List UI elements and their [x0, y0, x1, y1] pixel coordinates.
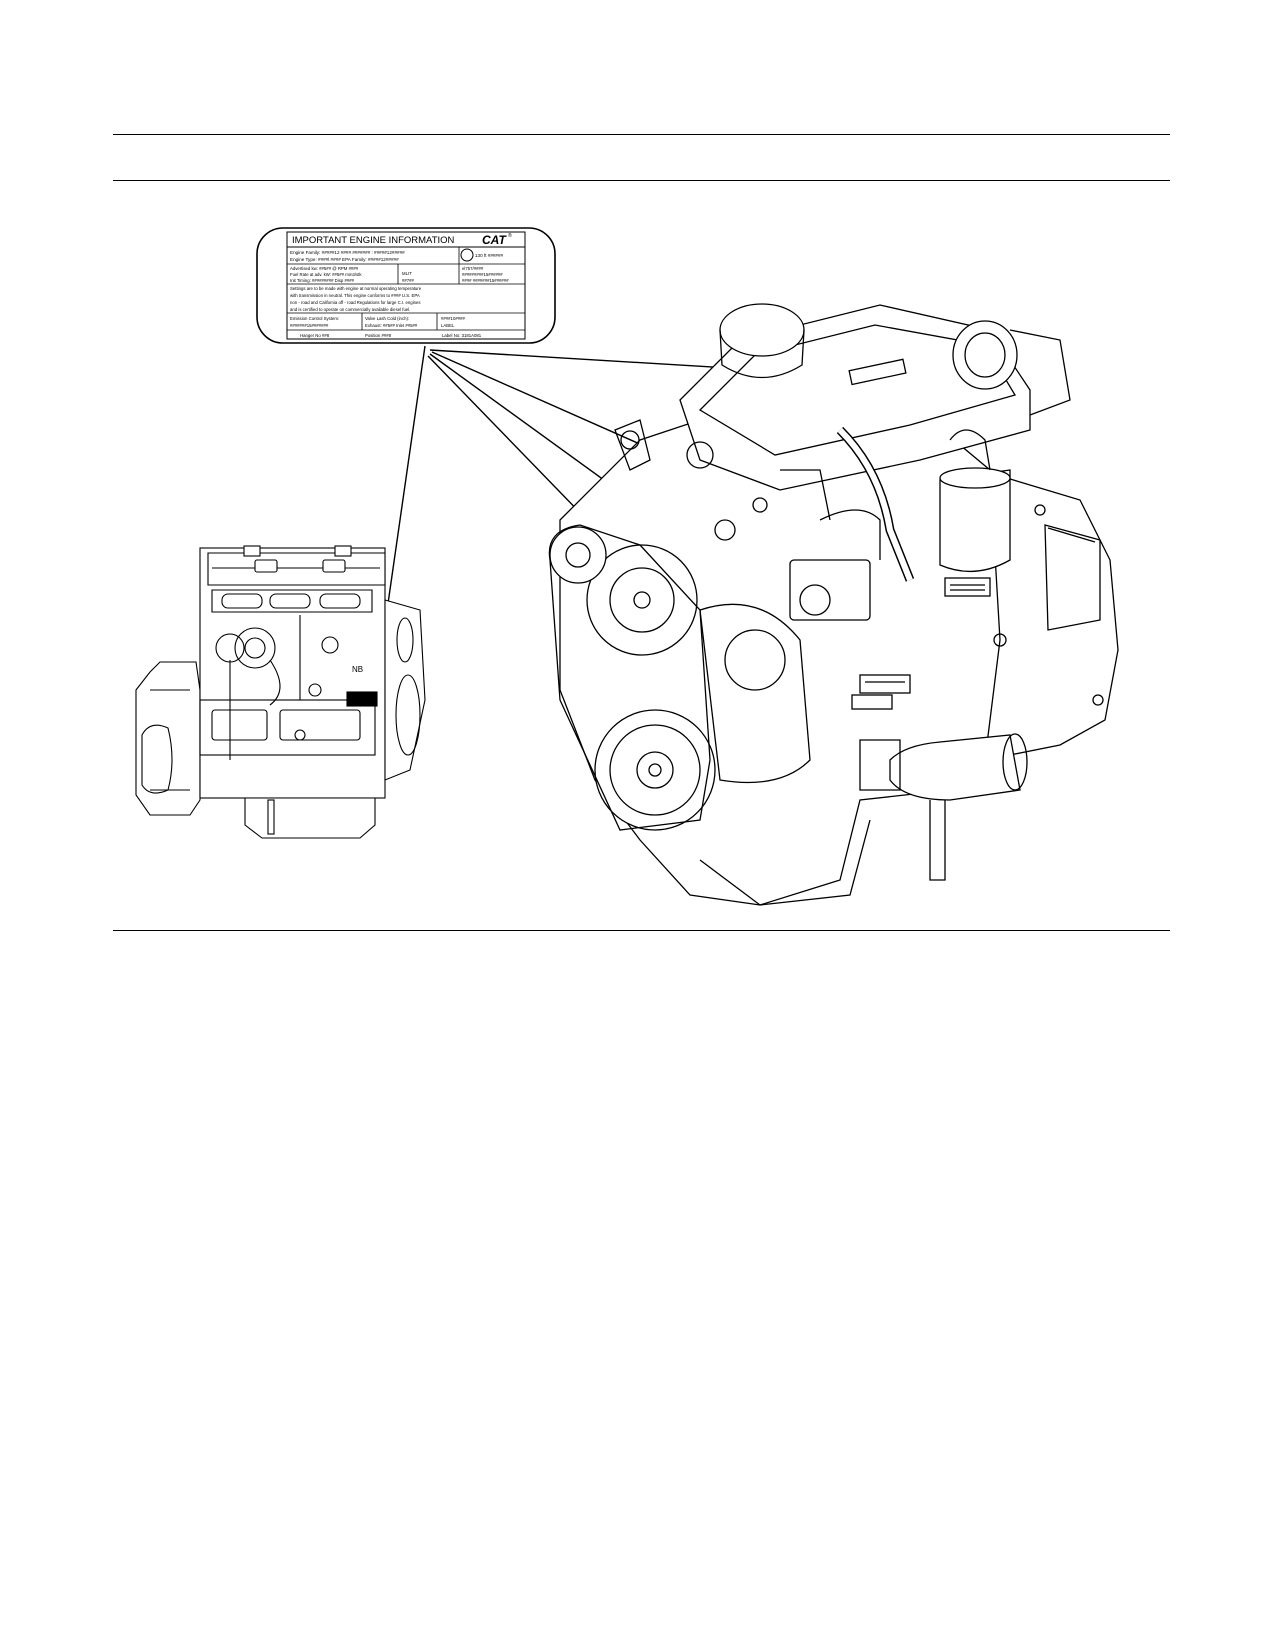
- label-row2-d: MLIT: [402, 271, 412, 276]
- label-row1-c: 130 ft ######: [475, 253, 504, 258]
- small-engine-plate-text: NB: [352, 665, 363, 674]
- engine-information-label: IMPORTANT ENGINE INFORMATION CAT ® Engin…: [256, 227, 556, 344]
- cat-registered-mark: ®: [508, 232, 512, 239]
- label-para-1: Settings are to be made with engine at n…: [290, 286, 422, 291]
- label-row4-e: ####10####: [441, 316, 466, 321]
- label-para-3: non - road and California off - road Reg…: [290, 300, 421, 305]
- label-row2-c: Init Timing: ######### Disp ####: [290, 278, 355, 283]
- label-para-4: and is certified to operate on commercia…: [290, 307, 410, 312]
- cat-logo: CAT: [482, 233, 507, 247]
- label-row4-d: Exhaust: ##5## Inlet ##5##: [365, 323, 418, 328]
- engine-side-view-drawing: NB: [135, 545, 426, 839]
- label-row1-b: Engine Type: ####l #### EPA Family: ####…: [290, 257, 399, 262]
- label-row2-f: el757/####: [462, 266, 484, 271]
- label-row4-b: #######15#######: [290, 323, 329, 328]
- label-row2-h: #### #######15######: [462, 278, 509, 283]
- top-rule-2: [113, 180, 1170, 181]
- bottom-rule: [113, 930, 1170, 931]
- label-footer-1: Hanger No ##8: [300, 333, 330, 338]
- label-footer-3: Label No: 3181A081: [442, 333, 482, 338]
- label-row1-a: Engine Family: #####12 #### ####### : ##…: [290, 250, 405, 255]
- label-row2-b: Fuel Rate at adv. kW: ##5## mm3/stk: [290, 272, 362, 277]
- engine-isometric-view-drawing: [548, 303, 1119, 906]
- label-row2-e: ##7##: [402, 278, 415, 283]
- label-row4-a: Emission Control System:: [290, 316, 339, 321]
- label-row4-c: Valve Lash Cold (inch):: [365, 316, 409, 321]
- label-para-2: with transmission in neutral. This engin…: [290, 293, 420, 298]
- label-title: IMPORTANT ENGINE INFORMATION: [292, 235, 455, 246]
- label-row4-f: LABEL: [441, 323, 455, 328]
- label-footer-2: Position ###8: [365, 333, 392, 338]
- label-row2-g: #########15######: [462, 272, 503, 277]
- top-rule-1: [113, 134, 1170, 135]
- label-row2-a: Advertised kw: ##5## @ RPM ####: [290, 266, 359, 271]
